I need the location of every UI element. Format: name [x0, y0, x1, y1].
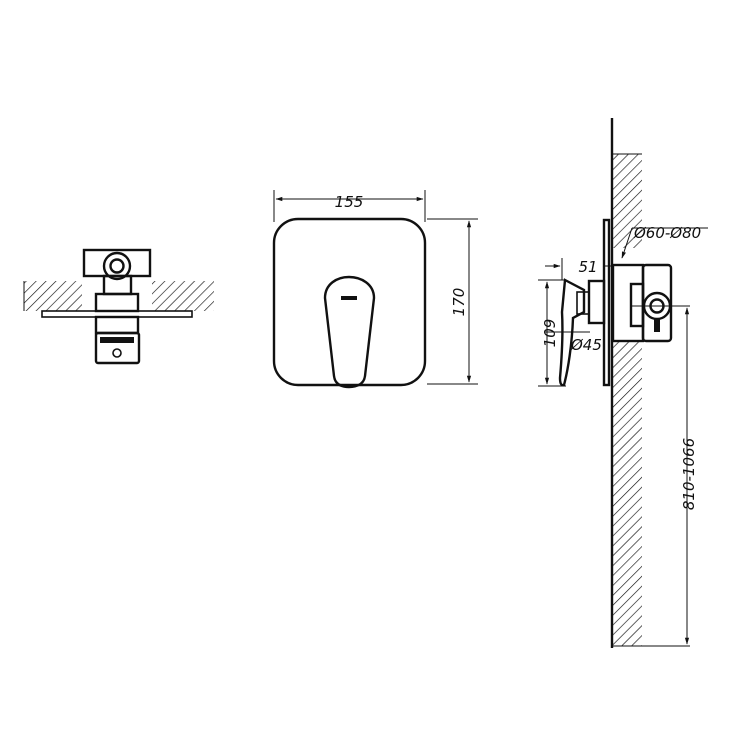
- dim-body-height: 109: [541, 319, 559, 348]
- lever-handle-side: [558, 278, 586, 387]
- dim-wall-hole: Ø60-Ø80: [633, 224, 701, 242]
- dim-install-height: 810-1066: [680, 438, 698, 510]
- dim-pipe-diameter: Ø45: [570, 336, 602, 354]
- lever-handle-front: [323, 275, 376, 389]
- wall-hatch-right: [152, 281, 214, 311]
- valve-connector-top: [102, 251, 132, 281]
- front-view: 155 170: [272, 190, 478, 389]
- wall-hatch: [613, 154, 642, 248]
- wall-hatch-left: [24, 281, 82, 311]
- top-view: [23, 248, 214, 365]
- dim-depth: 51: [578, 258, 597, 276]
- handle-top: [94, 331, 141, 365]
- dim-width: 155: [335, 193, 364, 211]
- cover-plate-front: [272, 217, 427, 387]
- valve-body-side: [611, 263, 645, 343]
- dim-height: 170: [450, 288, 468, 317]
- brand-mark: [341, 296, 357, 300]
- side-view: 51 109 Ø45 Ø60-Ø80 810-1066: [538, 118, 708, 648]
